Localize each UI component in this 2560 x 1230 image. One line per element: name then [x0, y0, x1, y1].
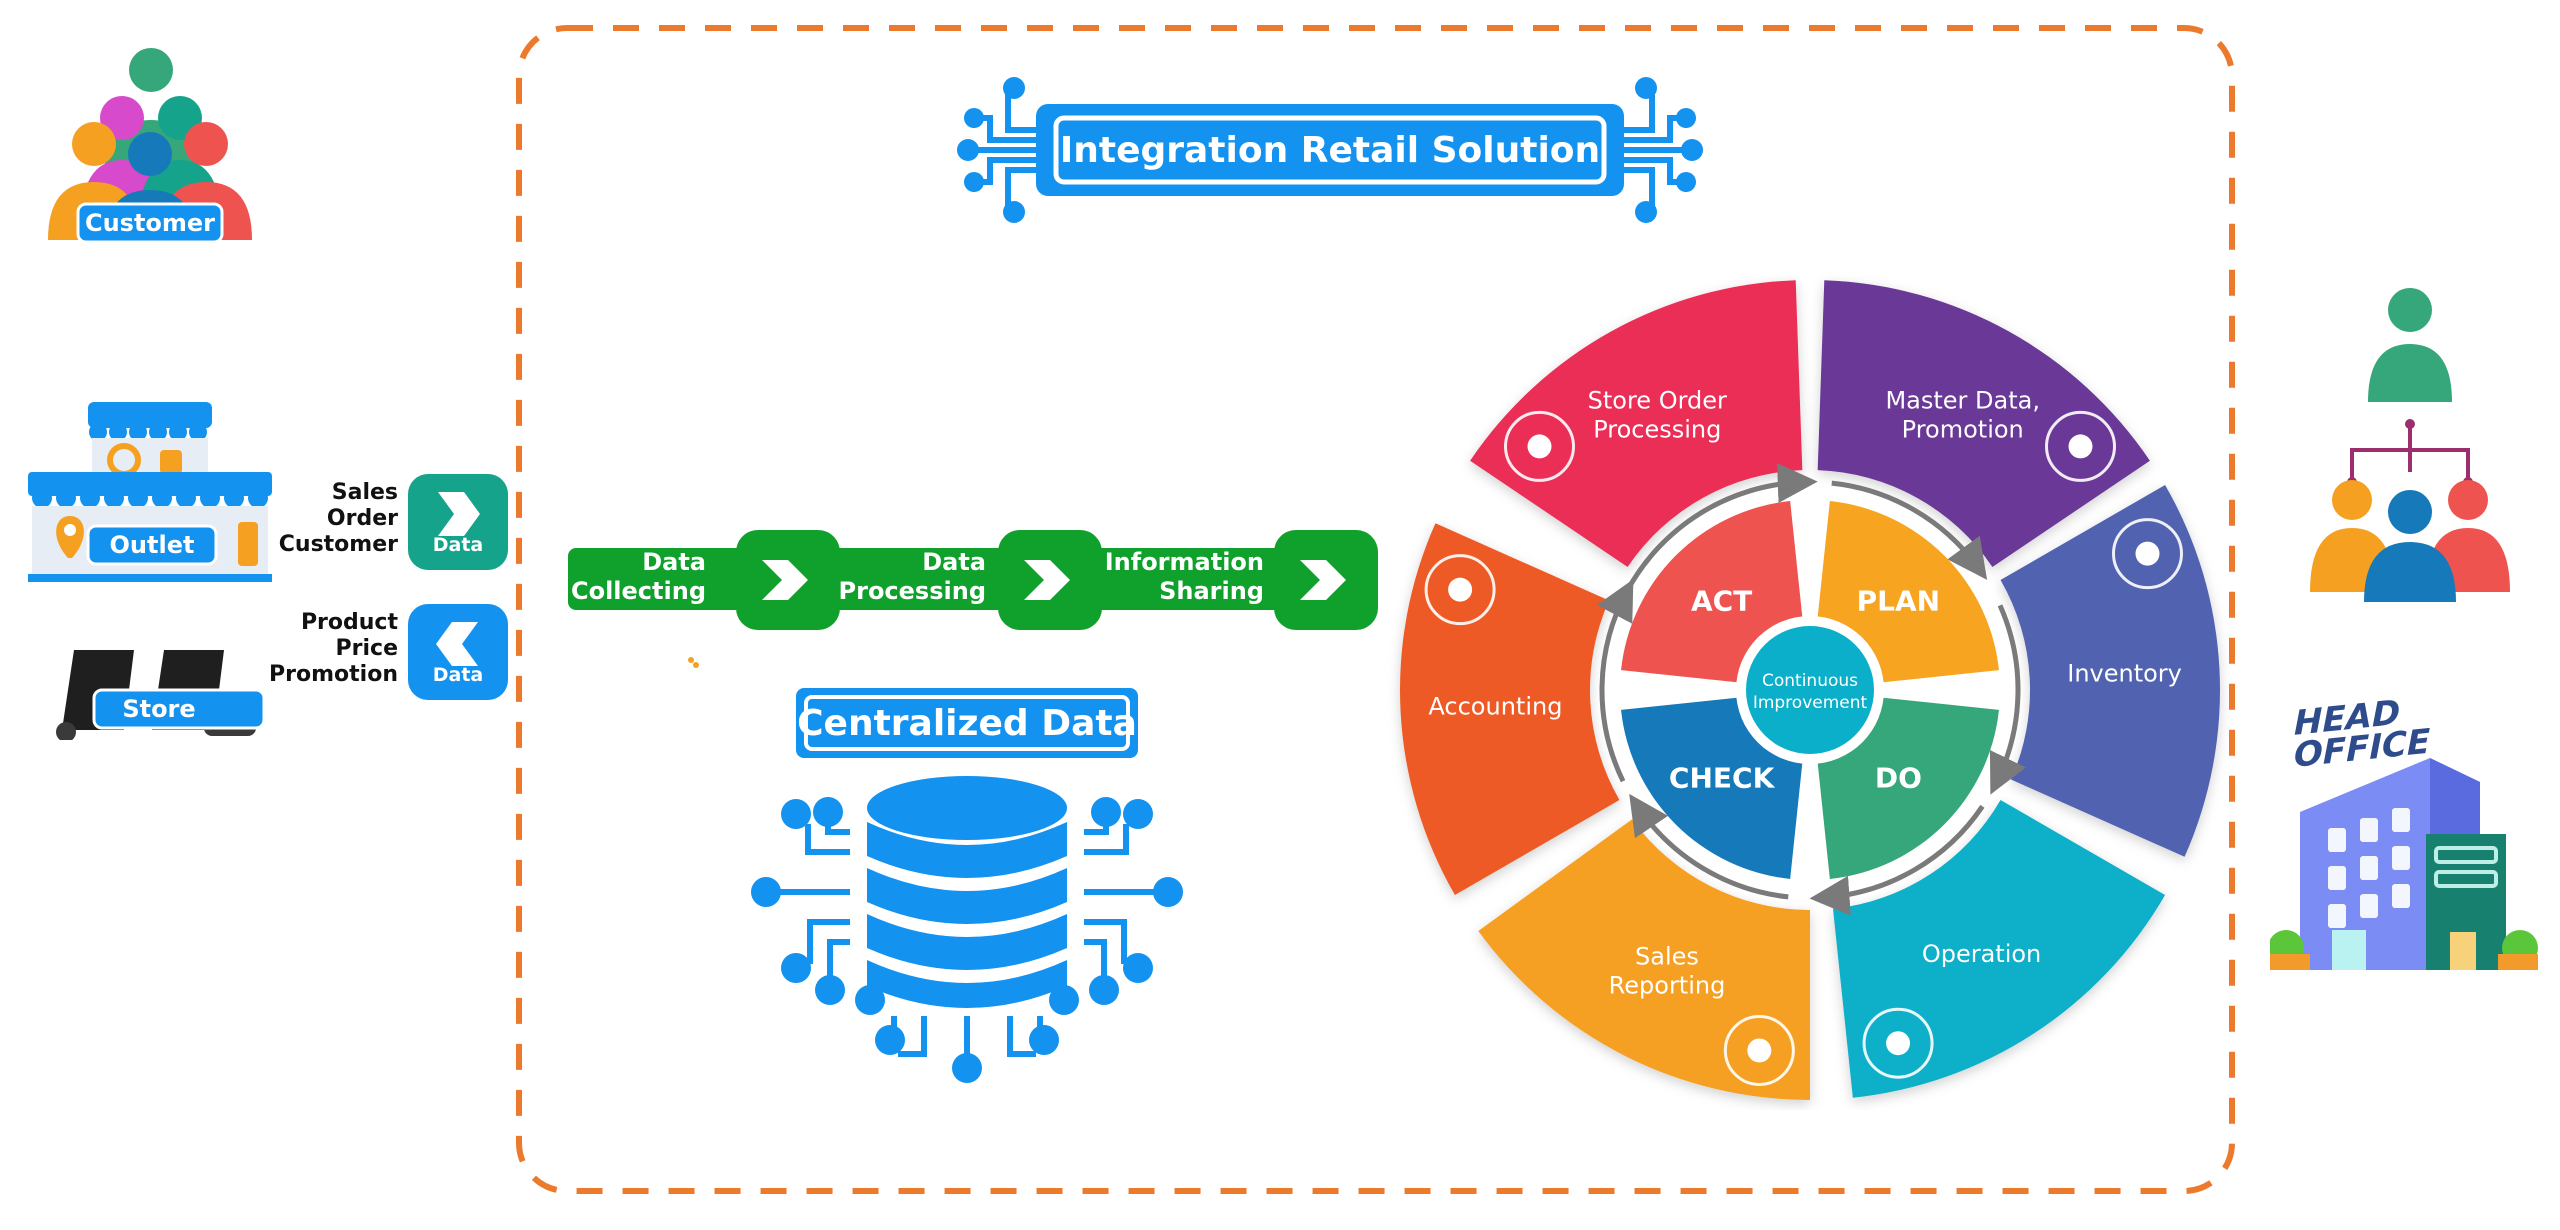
cycle-arrow	[1629, 793, 1789, 900]
title-banner	[957, 77, 1703, 223]
pdca-quadrant-label: CHECK	[1669, 761, 1776, 794]
cycle-segment	[1478, 819, 1810, 1100]
inbound-line: Customer	[278, 532, 398, 557]
decorative-dots	[688, 654, 699, 668]
money-icon	[1424, 554, 1496, 626]
inbound-badge-text: Data	[432, 534, 484, 556]
cycle-arrow	[1809, 804, 1985, 916]
outlet-icon	[28, 402, 272, 582]
cycle-segment	[2000, 485, 2220, 857]
box-icon	[2111, 518, 2183, 590]
head-office-label: HEAD OFFICE	[2294, 692, 2444, 776]
cycle-segment-label: Master Data,Promotion	[1885, 386, 2040, 443]
cycle-arrow	[1596, 579, 1634, 783]
pdca-quadrant	[1817, 697, 1999, 879]
outbound-badge-text: Data	[432, 664, 484, 686]
flow-step-line: Data	[922, 548, 986, 576]
head-office-building-icon	[2270, 758, 2538, 970]
cycle-segment-label: Operation	[1922, 940, 2041, 968]
flow-step-line: Collecting	[570, 577, 706, 605]
pdca-quadrant	[1621, 697, 1803, 879]
cycle-arrow	[1624, 463, 1818, 594]
flow-step-line: Processing	[838, 577, 986, 605]
store-icon	[56, 650, 264, 740]
inbound-line: Order	[326, 506, 398, 531]
store-label: Store	[122, 695, 196, 723]
outbound-data-label: Product Price Promotion	[250, 610, 398, 688]
pdca-quadrant	[1621, 501, 1803, 683]
inbound-data-label: Sales Order Customer	[260, 480, 398, 558]
cycle-segment	[1400, 523, 1620, 895]
centralized-data-banner	[796, 688, 1138, 758]
flow-step-line: Sharing	[1159, 577, 1264, 605]
pie-chart-icon	[1503, 410, 1575, 482]
data-flow-pipeline	[568, 530, 1378, 630]
cycle-arrow	[1989, 604, 2026, 795]
flow-step-collecting: Data Collecting	[566, 548, 706, 606]
customer-label: Customer	[84, 209, 216, 237]
cycle-segment	[1470, 280, 1803, 567]
customer-icon	[48, 48, 252, 244]
flow-step-processing: Data Processing	[836, 548, 986, 606]
outlet-label: Outlet	[109, 531, 195, 559]
outbound-line: Promotion	[269, 662, 398, 687]
cycle-segment-label: Inventory	[2067, 660, 2182, 688]
pdca-quadrant-label: PLAN	[1857, 585, 1940, 618]
cycle-segment	[1832, 800, 2166, 1098]
flow-step-line: Data	[642, 548, 706, 576]
outbound-data-badge	[408, 604, 508, 700]
trend-chart-icon	[1723, 1014, 1795, 1086]
pdca-quadrant-label: DO	[1875, 761, 1922, 794]
outbound-line: Price	[335, 636, 398, 661]
continuous-improvement-hub	[1746, 626, 1874, 754]
database-icon	[751, 776, 1183, 1083]
inbound-line: Sales	[331, 480, 398, 505]
refresh-icon	[1862, 1007, 1934, 1079]
cycle-arrow	[1831, 480, 1988, 580]
centralized-data-title: Centralized Data	[797, 702, 1137, 744]
pdca-quadrant	[1817, 501, 1999, 683]
pdca-quadrant-label: ACT	[1691, 585, 1752, 618]
page-title: Integration Retail Solution	[1059, 129, 1601, 171]
flow-step-line: Information	[1104, 548, 1264, 576]
org-chart-icon	[2310, 288, 2510, 602]
outbound-line: Product	[300, 610, 398, 635]
cycle-segment	[1817, 280, 2150, 567]
database-icon	[2045, 410, 2117, 482]
flow-step-sharing: Information Sharing	[1104, 548, 1264, 606]
cycle-segment-label: Accounting	[1428, 692, 1562, 720]
inbound-data-badge	[408, 474, 508, 570]
